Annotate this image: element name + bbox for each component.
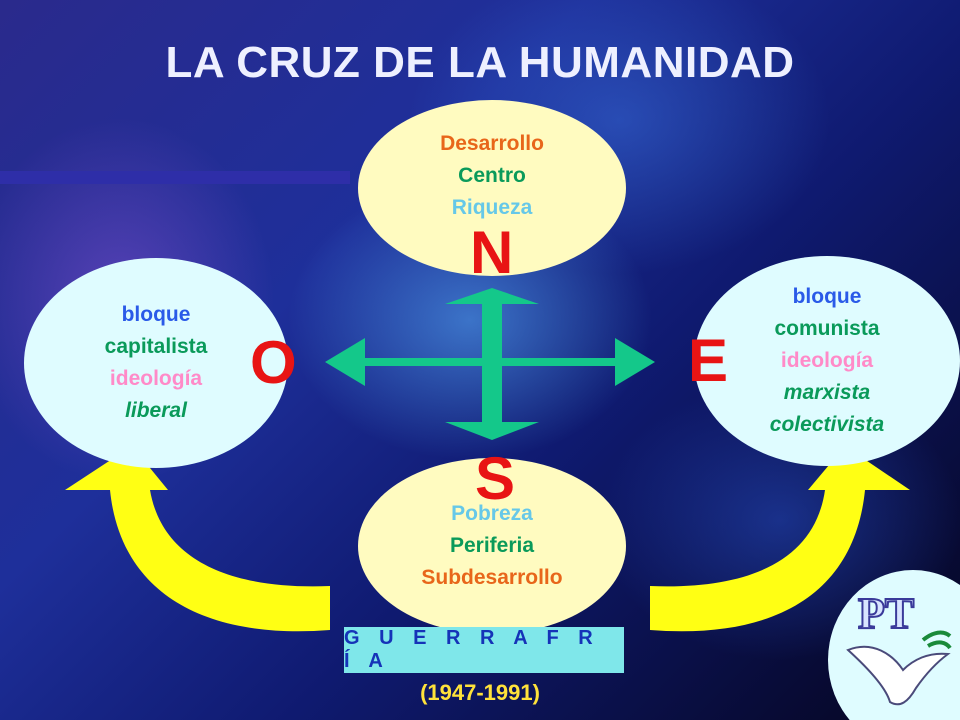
north-line: Riqueza xyxy=(451,196,533,219)
east-line: marxista xyxy=(783,381,871,404)
cold-war-years: (1947-1991) xyxy=(420,680,540,705)
pt-logo: PT xyxy=(828,570,960,720)
decorative-bar xyxy=(0,171,350,184)
west-line: bloque xyxy=(121,303,191,326)
south-label: S xyxy=(475,445,516,512)
west-ellipse: bloque capitalista ideología liberal xyxy=(24,258,288,468)
west-line: ideología xyxy=(109,367,203,390)
east-line: comunista xyxy=(774,317,880,340)
west-line: capitalista xyxy=(104,335,208,358)
page-title: LA CRUZ DE LA HUMANIDAD xyxy=(165,38,795,87)
south-line: Subdesarrollo xyxy=(421,566,563,589)
east-label: E xyxy=(688,327,729,394)
east-ellipse: bloque comunista ideología marxista cole… xyxy=(694,256,960,466)
right-curved-arrow xyxy=(650,446,910,632)
north-label: N xyxy=(470,219,514,286)
north-ellipse: Desarrollo Centro Riqueza xyxy=(358,100,626,276)
west-label: O xyxy=(250,329,297,396)
south-ellipse: Pobreza Periferia Subdesarrollo xyxy=(358,458,626,634)
left-curved-arrow xyxy=(65,446,330,632)
south-line: Periferia xyxy=(449,534,535,557)
dove-icon: PT xyxy=(846,588,952,706)
north-line: Centro xyxy=(458,164,526,187)
east-line: bloque xyxy=(792,285,862,308)
cold-war-label: G U E R R A F R Í A xyxy=(344,627,600,672)
east-line: ideología xyxy=(780,349,874,372)
horizontal-double-arrow xyxy=(325,338,655,386)
north-line: Desarrollo xyxy=(440,132,544,155)
cold-war-band: G U E R R A F R Í A xyxy=(344,627,624,673)
west-line: liberal xyxy=(125,399,187,422)
south-line: Pobreza xyxy=(451,502,533,525)
pt-logo-text: PT xyxy=(858,589,914,638)
east-line: colectivista xyxy=(769,413,885,436)
